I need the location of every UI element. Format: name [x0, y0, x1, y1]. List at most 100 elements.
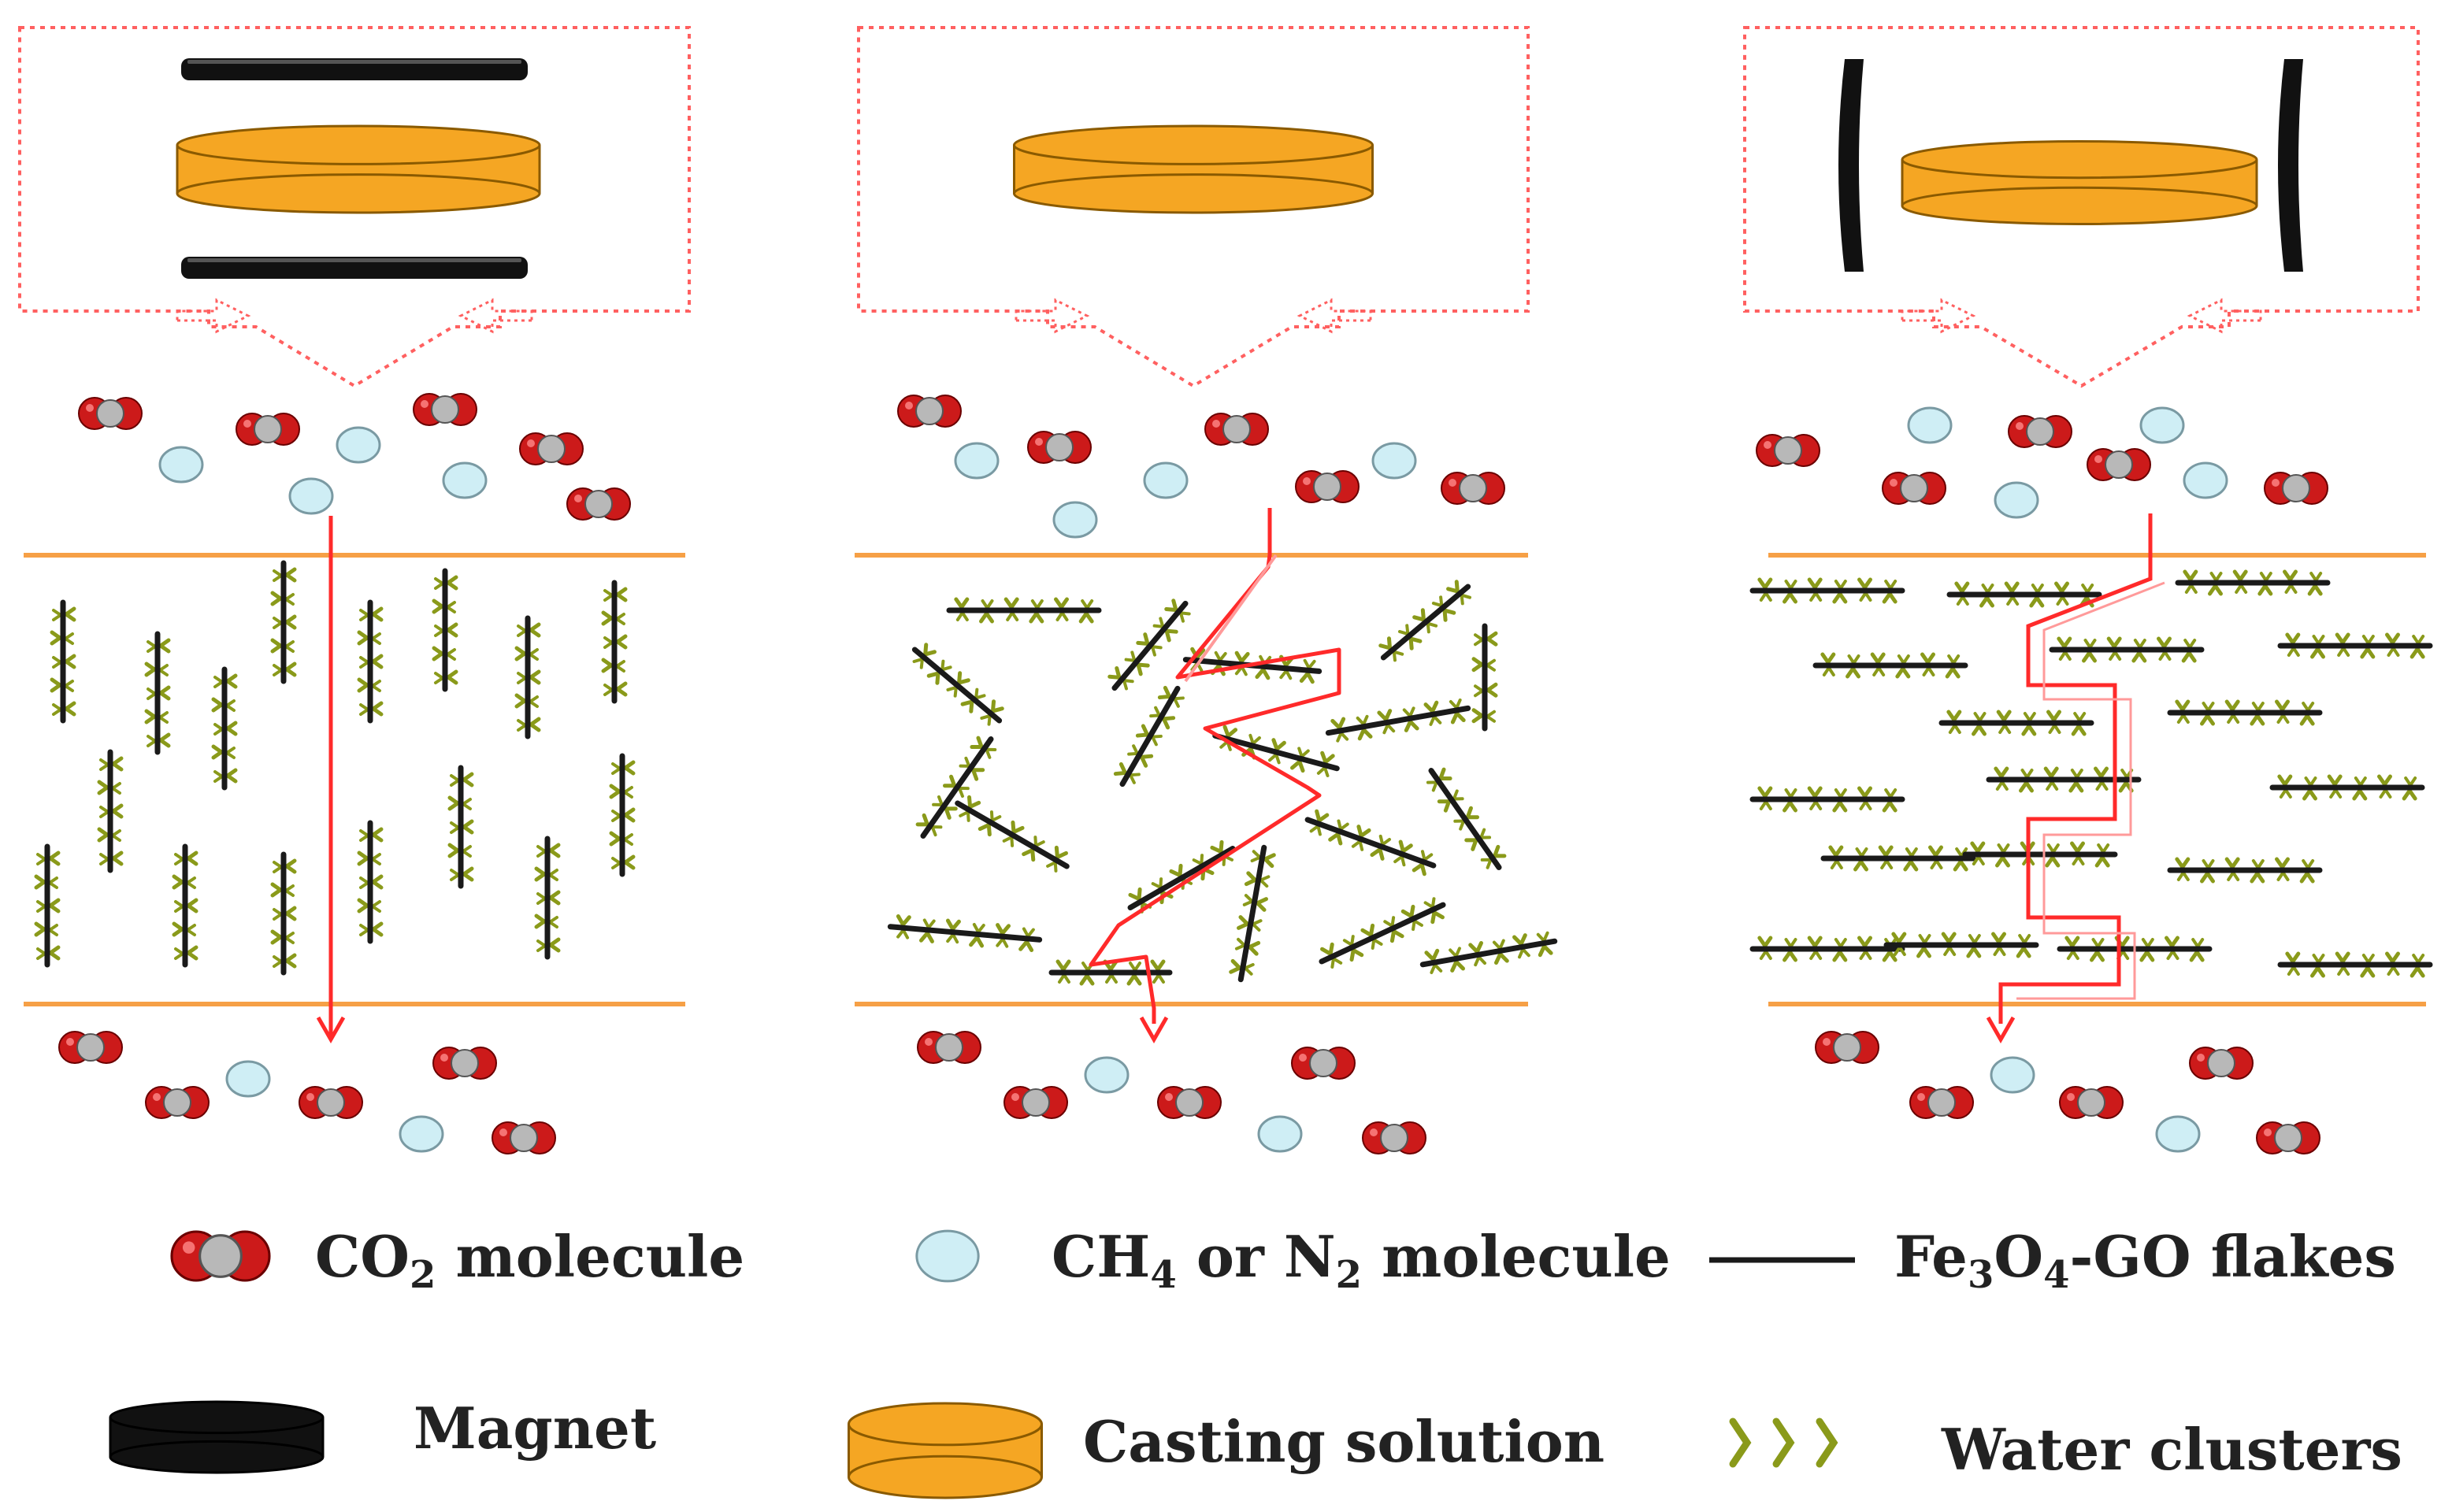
water-cluster — [1011, 820, 1025, 836]
water-cluster — [213, 723, 225, 736]
water-cluster — [434, 624, 446, 637]
flake-line — [1127, 846, 1236, 910]
carbon-atom — [1833, 1033, 1861, 1062]
water-cluster — [2020, 769, 2034, 780]
gas-path-stepped — [1998, 513, 2153, 1024]
gas-molecule-icon — [1990, 1056, 2035, 1094]
water-cluster — [614, 660, 625, 673]
co2-molecule-icon — [1204, 413, 1269, 446]
water-cluster — [2200, 712, 2215, 726]
carbon-atom — [163, 1088, 191, 1117]
water-cluster — [1920, 652, 1935, 666]
fe3o4-go-flake — [915, 736, 997, 839]
water-cluster — [1832, 590, 1848, 604]
water-cluster — [1943, 944, 1957, 956]
water-cluster — [1356, 825, 1371, 839]
water-cluster — [1884, 788, 1898, 800]
disk-top — [109, 1400, 325, 1435]
fe3o4-go-flake — [2049, 636, 2205, 663]
water-cluster — [2031, 584, 2044, 595]
water-cluster — [2250, 712, 2265, 726]
fe3o4-go-flake — [1749, 577, 1905, 604]
water-cluster — [1970, 841, 1986, 855]
water-cluster — [283, 932, 295, 944]
water-cluster — [1759, 948, 1772, 960]
fe3o4-go-flake — [1820, 845, 1976, 872]
water-cluster — [1054, 845, 1068, 861]
water-cluster — [945, 918, 961, 932]
water-cluster — [1404, 718, 1419, 732]
water-cluster — [2157, 636, 2172, 650]
flake-line — [1119, 685, 1181, 788]
water-cluster — [1423, 700, 1439, 715]
water-cluster — [46, 945, 61, 961]
fe3o4-go-flake — [34, 843, 61, 968]
water-cluster — [211, 744, 225, 760]
water-cluster — [2412, 954, 2425, 965]
highlight — [2264, 1128, 2272, 1136]
water-cluster — [1214, 650, 1227, 663]
water-cluster — [1954, 581, 1970, 595]
water-cluster — [946, 932, 959, 944]
gas-molecule-icon — [1084, 1056, 1130, 1094]
water-cluster — [1210, 839, 1224, 855]
water-cluster — [2232, 569, 2248, 584]
water-cluster — [450, 869, 462, 881]
water-cluster — [46, 850, 61, 866]
water-cluster — [270, 638, 284, 654]
water-cluster — [1474, 633, 1486, 647]
fe3o4-go-flake — [144, 631, 171, 755]
water-cluster — [611, 810, 623, 822]
water-cluster — [62, 632, 74, 645]
water-cluster — [2058, 649, 2072, 661]
water-cluster — [357, 898, 371, 914]
water-cluster — [273, 861, 284, 873]
co2-molecule-icon — [2264, 472, 2328, 505]
co2-molecule-icon — [1882, 472, 1946, 505]
water-cluster — [2285, 632, 2301, 647]
water-cluster — [1897, 654, 1910, 666]
fe3o4-go-flake — [270, 560, 297, 684]
water-cluster — [2189, 948, 2205, 962]
co2-molecule-icon — [299, 1086, 363, 1119]
highlight — [1303, 477, 1311, 485]
carbon-atom — [1022, 1088, 1050, 1117]
carbon-atom — [2274, 1124, 2302, 1152]
water-cluster — [2235, 582, 2248, 594]
water-cluster — [2109, 649, 2122, 661]
water-cluster — [1408, 636, 1423, 650]
water-cluster — [2046, 843, 2060, 855]
water-cluster — [62, 606, 76, 622]
water-cluster — [46, 876, 58, 889]
water-cluster — [601, 610, 615, 626]
arrow-icon — [1297, 298, 1372, 334]
water-cluster — [896, 914, 911, 928]
water-cluster — [62, 654, 76, 669]
water-cluster — [1783, 799, 1797, 813]
water-cluster — [2312, 635, 2325, 647]
disk-bottom — [1013, 173, 1374, 214]
fe3o4-go-flake — [609, 753, 636, 877]
water-cluster — [1105, 972, 1118, 984]
water-cluster — [1807, 936, 1823, 950]
disk-bottom — [176, 173, 541, 214]
magnet-highlight — [187, 60, 521, 64]
co2-molecule-icon — [1291, 1047, 1356, 1080]
water-cluster — [527, 695, 539, 708]
water-cluster — [1234, 650, 1250, 665]
water-cluster — [359, 703, 371, 716]
water-cluster — [157, 685, 171, 701]
water-cluster — [609, 784, 623, 799]
water-cluster — [283, 858, 297, 874]
water-cluster — [357, 677, 371, 693]
water-cluster — [2081, 584, 2094, 595]
fe3o4-go-flake — [955, 795, 1070, 873]
water-cluster — [2021, 722, 2037, 736]
water-cluster — [2224, 699, 2240, 713]
fe3o4-go-flake — [1113, 685, 1185, 788]
water-cluster — [2023, 712, 2036, 724]
water-cluster — [1150, 959, 1166, 973]
water-cluster — [369, 680, 381, 692]
water-cluster — [450, 821, 462, 834]
water-cluster — [273, 617, 284, 629]
